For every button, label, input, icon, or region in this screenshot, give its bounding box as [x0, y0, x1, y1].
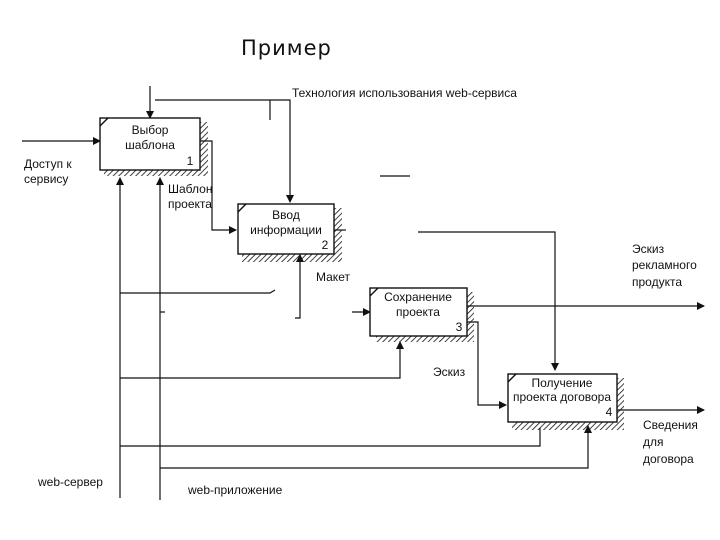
- output-ad-label-2: рекламного: [632, 258, 697, 272]
- mech-app-label: web-приложение: [187, 483, 283, 497]
- sketch-label: Эскиз: [433, 365, 466, 379]
- box-1-label-2: шаблона: [125, 138, 175, 152]
- template-label-1: Шаблон: [168, 182, 212, 196]
- template-label-2: проекта: [168, 197, 212, 211]
- box-3-label-2: проекта: [396, 305, 440, 319]
- output-contract-label-3: договора: [643, 452, 694, 466]
- box-2-number: 2: [322, 238, 329, 252]
- maket-feedback: [295, 254, 304, 319]
- box-4-number: 4: [606, 405, 613, 419]
- control-technology-line: [155, 99, 294, 203]
- output-contract-label-2: для: [643, 435, 664, 449]
- maket-label: Макет: [316, 270, 350, 284]
- control-technology-label: Технология использования web-сервиса: [292, 86, 517, 100]
- output-ad-label-1: Эскиз: [632, 242, 665, 256]
- mech-server-to-box4: [120, 428, 541, 447]
- mech-server-to-box3: [120, 341, 404, 379]
- box-2-label-2: информации: [250, 223, 322, 237]
- input-access-label-1: Доступ к: [24, 157, 72, 171]
- output-ad-label-3: продукта: [632, 275, 682, 289]
- box-3: [369, 287, 468, 337]
- box-2-label-1: Ввод: [272, 208, 300, 222]
- page-title: Пример: [241, 36, 332, 60]
- box-4-label-1: Получение: [532, 376, 593, 390]
- box-3-label-1: Сохранение: [384, 290, 452, 304]
- box-4-label-2: проекта договора: [513, 390, 611, 404]
- box-2: [237, 203, 335, 255]
- output-contract-label-1: Сведения: [643, 418, 698, 432]
- mech-server-label: web-сервер: [37, 475, 103, 489]
- box-1-number: 1: [187, 154, 194, 168]
- input-access-label-2: сервису: [24, 172, 68, 186]
- box-1-label-1: Выбор: [132, 123, 169, 137]
- control-box4-line: [418, 231, 559, 371]
- box-3-number: 3: [456, 320, 463, 334]
- box-4: [507, 373, 618, 423]
- mech-server-to-box2: [120, 289, 276, 294]
- mech-app-to-box4: [160, 425, 592, 469]
- box-1: [99, 117, 201, 171]
